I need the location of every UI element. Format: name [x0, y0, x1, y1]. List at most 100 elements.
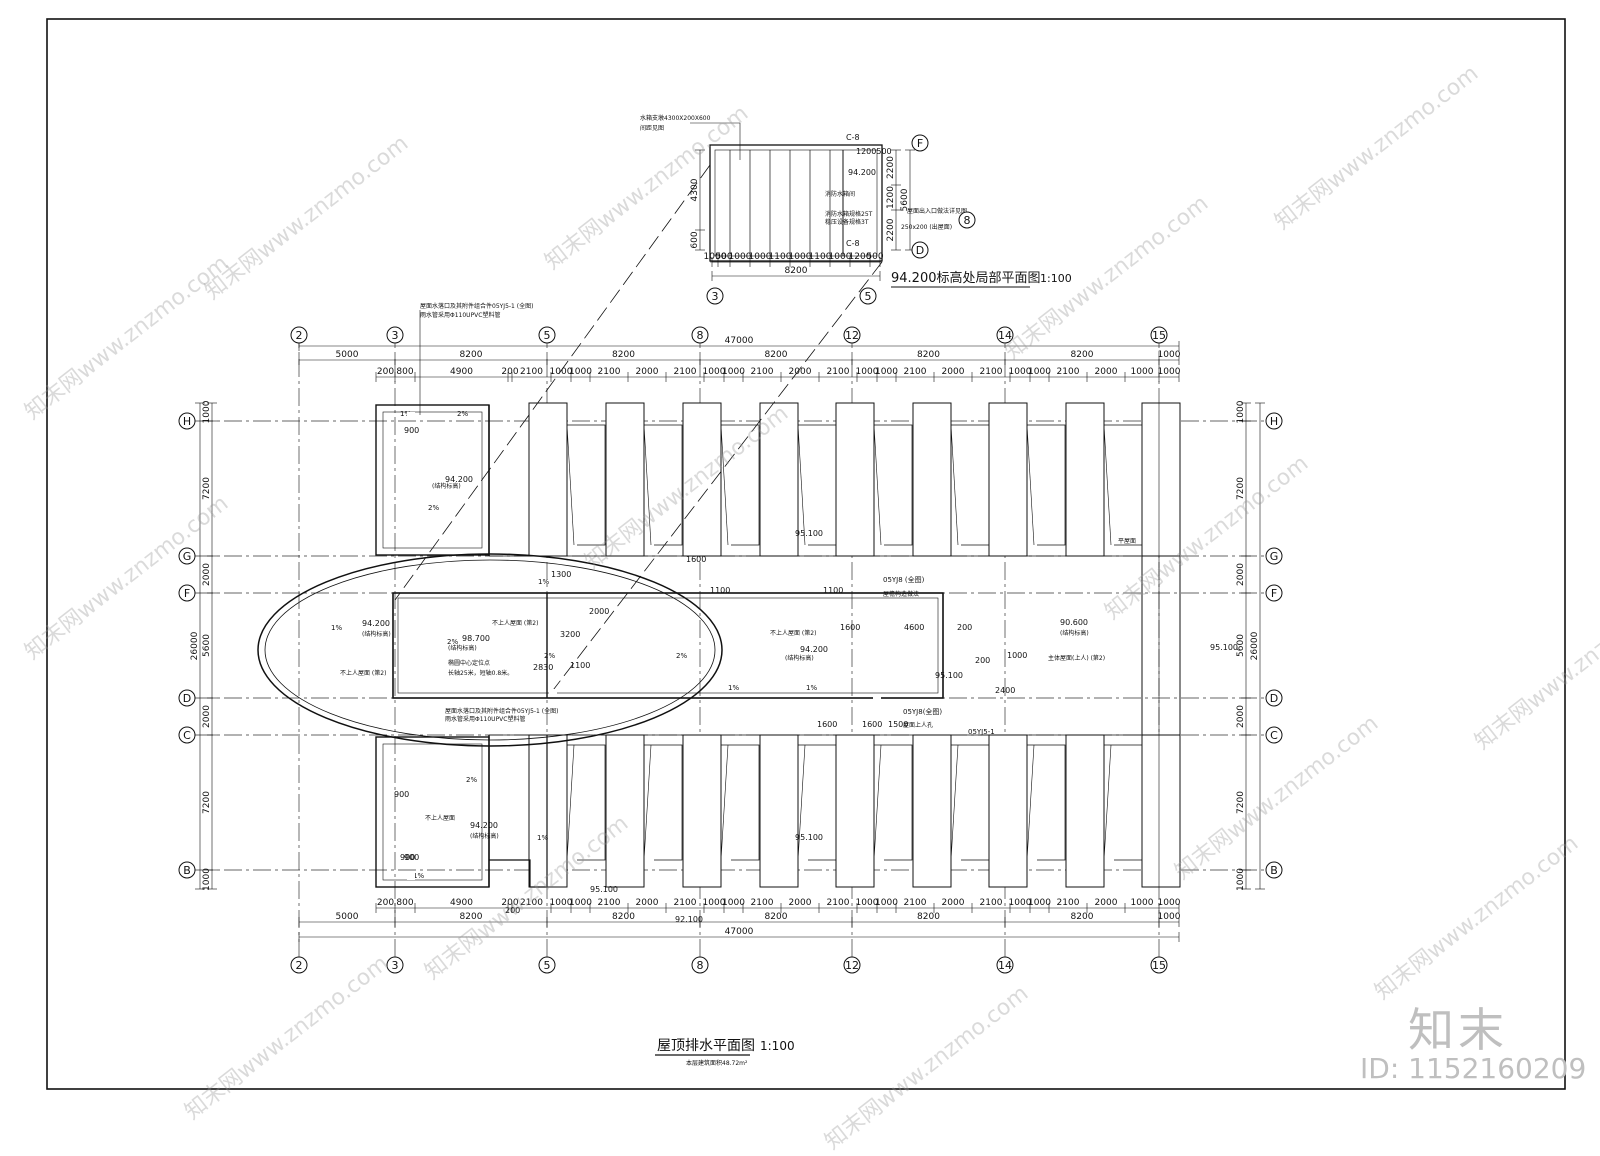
dim-left-label: 2000: [202, 563, 212, 586]
elevation-triangle: [350, 619, 362, 627]
detail-dim-bottom-label: 500: [866, 252, 883, 262]
roof-fin-slope: [567, 424, 606, 546]
top-drain-sub: 雨水管采用Φ110UPVC塑料管: [420, 311, 500, 319]
znzmo-logo: 知末: [1408, 1003, 1508, 1057]
detail-axis-D: D: [916, 244, 924, 257]
dim-sub-top-label: 200: [377, 367, 394, 377]
axis-bottom-2: 2: [296, 959, 303, 972]
dim-sub-bottom-label: 1000: [1009, 898, 1032, 908]
dim-right-label: 1000: [1236, 868, 1246, 891]
axis-left-B-bubble: [178, 861, 196, 879]
elevation-triangle: [923, 671, 935, 679]
axis-top-2: 2: [296, 329, 303, 342]
top-drain-note: 屋面水落口及其附件组合件05YJ5-1 (全图): [420, 302, 533, 310]
elevation-triangle: [788, 645, 800, 653]
roof-fin-top: [759, 402, 799, 557]
inner-dim: 1600: [686, 555, 706, 564]
dim-sub-bottom-label: 2100: [827, 898, 850, 908]
roof-fin-slope: [567, 744, 606, 861]
zoom-leader: [546, 261, 883, 699]
elevation-triangle: [1198, 643, 1210, 651]
roof-fin-slope: [874, 744, 913, 861]
slope-label: 1%: [413, 872, 424, 880]
axis-bottom-2-bubble: [290, 956, 308, 974]
inner-dim: 1600: [840, 623, 860, 632]
axis-bottom-14: 14: [998, 959, 1012, 972]
detail-dim-bottom-label: 1100: [809, 252, 832, 262]
fin-diag: [1026, 424, 1035, 546]
dim-sub-bottom-label: 1000: [569, 898, 592, 908]
detail-tank-note: 水箱支墩4300X200X600: [640, 114, 711, 122]
dim-sub-top-label: 1000: [875, 367, 898, 377]
fin-diag: [566, 744, 575, 861]
axis-top-14-bubble: [996, 326, 1014, 344]
struct-note: (结构标高): [432, 482, 461, 490]
dim-sub-top-label: 1000: [550, 367, 573, 377]
struct-note: (结构标高): [470, 832, 499, 840]
dim-overall-top-label: 47000: [725, 336, 754, 346]
roof-fin-bottom: [988, 734, 1028, 888]
elevation-mark: 95.100: [1210, 643, 1238, 652]
roof-drain: [549, 689, 557, 697]
fin-diag: [1103, 744, 1112, 861]
image-id-label: ID: 1152160209: [1360, 1052, 1587, 1085]
elevation-mark: 95.100: [795, 833, 823, 842]
detail-dim-bottom-label: 1000: [729, 252, 752, 262]
inner-dim: 900: [394, 790, 409, 799]
detail-mark-bubble: [958, 211, 976, 229]
dim-sub-top-label: 2000: [789, 367, 812, 377]
axis-bottom-8: 8: [697, 959, 704, 972]
detail-dim-top: 1200500: [856, 147, 892, 156]
detail-fire-tank: 消防水箱间: [825, 190, 855, 198]
ellipse-note-2: 长轴25米，短轴0.8米。: [448, 669, 513, 677]
detail-outline: [709, 144, 883, 262]
detail-vent: 屋面出入口做法详见图: [907, 207, 967, 215]
end-strip: [1141, 402, 1181, 888]
bottom-drain-sub: 雨水管采用Φ110UPVC塑料管: [445, 715, 525, 723]
dim-sub-top-label: 2100: [980, 367, 1003, 377]
lower-left-roof: [375, 736, 490, 888]
axis-left-F: F: [184, 587, 190, 600]
axis-right-F-bubble: [1265, 584, 1283, 602]
roof-fin-slope: [1027, 744, 1066, 861]
fin-diag: [797, 744, 806, 861]
detail-mark: 8: [964, 214, 971, 227]
detail-axis-5: 5: [865, 290, 872, 303]
detail-fire-eq2: 稳压设备规格3T: [825, 218, 869, 226]
dim-sub-top-label: 2100: [674, 367, 697, 377]
detail-dim-right-label: 2200: [886, 156, 896, 179]
slope-label: 1%: [537, 834, 548, 842]
axis-top-3: 3: [392, 329, 399, 342]
axis-bottom-12-bubble: [843, 956, 861, 974]
inner-dim: 2000: [589, 607, 609, 616]
detail-axis-D-bubble: [911, 241, 929, 259]
axis-top-5-bubble: [538, 326, 556, 344]
roof-fin-bottom: [605, 734, 645, 888]
nonaccess-lower: 不上人屋面: [425, 814, 455, 822]
axis-top-8: 8: [697, 329, 704, 342]
inner-dim: 1100: [570, 661, 590, 670]
dim-sub-top-label: 2000: [636, 367, 659, 377]
dim-left-label: 7200: [202, 477, 212, 500]
dim-sub-top-label: 2100: [751, 367, 774, 377]
axis-right-G: G: [1270, 550, 1279, 563]
dim-overall-bottom-label: 47000: [725, 927, 754, 937]
dim-sub-top-label: 2100: [1057, 367, 1080, 377]
inner-dim: 2830: [533, 663, 553, 672]
fin-diag: [643, 424, 652, 546]
detail-dim-left-label: 600: [690, 231, 700, 248]
fin-diag: [643, 744, 652, 861]
inner-dim: 1100: [823, 586, 843, 595]
dim-sub-bottom-label: 2100: [904, 898, 927, 908]
dim-right-label: 2000: [1236, 705, 1246, 728]
inner-dim: 1600: [862, 720, 882, 729]
dim-sub-bottom-label: 1000: [856, 898, 879, 908]
dim-right-label: 7200: [1236, 477, 1246, 500]
ref-b-note: 05YJ8(全图): [903, 707, 942, 716]
elevation-triangle: [578, 885, 590, 893]
detail-dim-bottom-label: 1000: [749, 252, 772, 262]
struct-note: (结构标高): [362, 630, 391, 638]
lower-step: [489, 735, 548, 888]
roof-fin-slope: [874, 424, 913, 546]
axis-top-5: 5: [544, 329, 551, 342]
